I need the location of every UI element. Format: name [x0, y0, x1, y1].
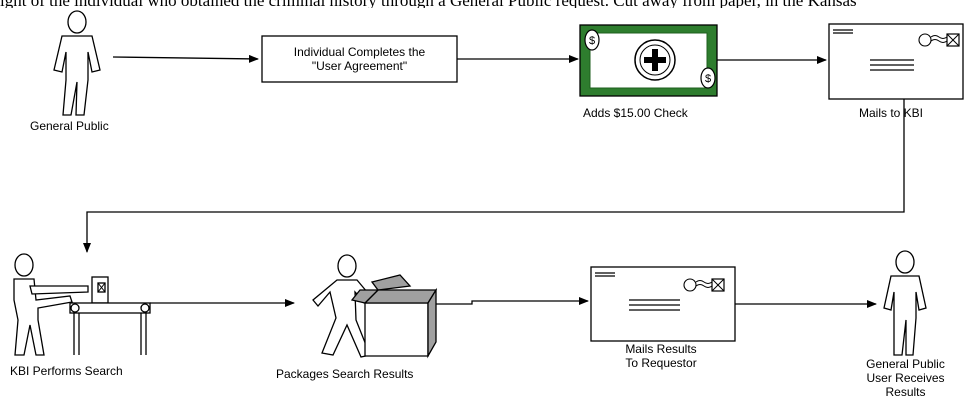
user-receives-line2: User Receives: [866, 371, 945, 385]
user-agreement-text: Individual Completes the "User Agreement…: [262, 36, 457, 82]
connector-envelope-to-search: [83, 99, 905, 253]
packing-box-person-icon: [312, 254, 438, 359]
user-agreement-box: [261, 35, 458, 83]
mails-results-line1: Mails Results: [625, 342, 697, 356]
user-agreement-line1: Individual Completes the: [293, 45, 426, 59]
check-left-dollar: $: [589, 35, 595, 47]
user-receives-line3: Results: [885, 385, 926, 399]
mails-results-line2: To Requestor: [625, 356, 697, 370]
label-mails-to-kbi: Mails to KBI: [859, 106, 924, 120]
kbi-worker-conveyor-icon: [13, 253, 151, 356]
arrow-public-to-agreement: [112, 54, 259, 63]
label-packages-results: Packages Search Results: [276, 367, 414, 381]
check-dollar-icon: [579, 24, 718, 97]
envelope-icon: [828, 23, 964, 100]
label-general-public: General Public: [30, 119, 109, 133]
arrow-package-to-mail: [436, 297, 589, 305]
user-receives-line1: General Public: [866, 357, 945, 371]
caption-partial: ight of the individual who obtained the …: [0, 0, 857, 8]
label-mails-results: Mails Results To Requestor: [596, 342, 726, 370]
general-public-person-icon: [53, 10, 101, 116]
envelope-icon: [590, 266, 736, 342]
cut-off-caption-text: ight of the individual who obtained the …: [0, 0, 965, 8]
label-adds-check: Adds $15.00 Check: [583, 106, 688, 120]
general-public-user-icon: [883, 250, 927, 356]
label-user-receives: General Public User Receives Results: [848, 357, 963, 399]
label-kbi-performs-search: KBI Performs Search: [10, 364, 123, 378]
check-right-dollar: $: [705, 73, 711, 85]
user-agreement-line2: "User Agreement": [311, 59, 408, 73]
